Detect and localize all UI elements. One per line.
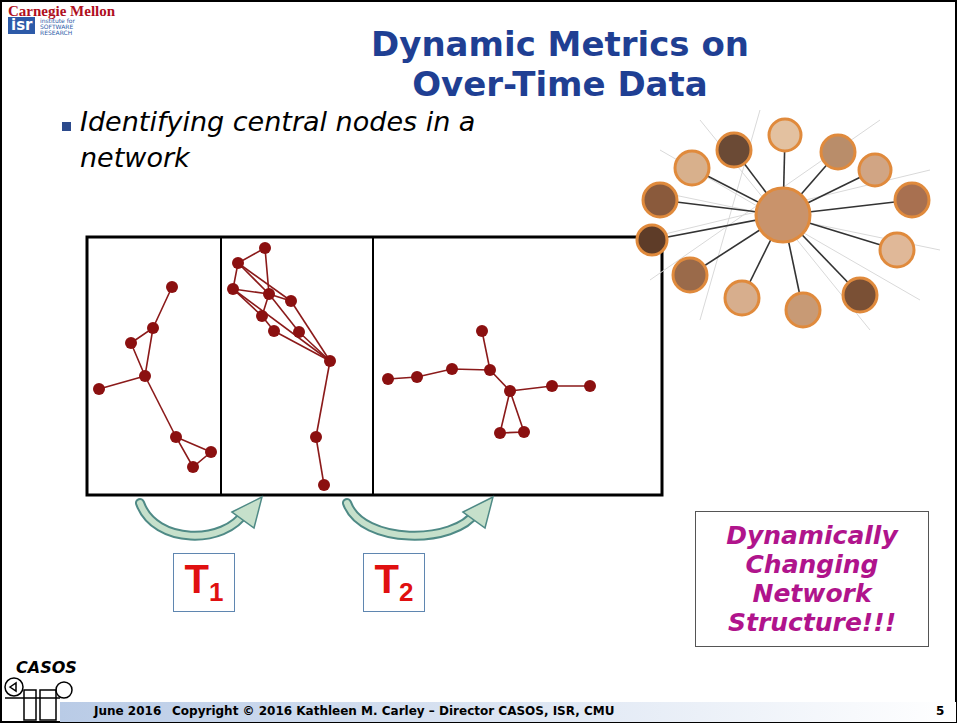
network-panels <box>87 237 662 495</box>
logo-subtext: institute for SOFTWARE RESEARCH <box>40 18 94 36</box>
logo-text: isr <box>8 17 35 34</box>
time-letter: T <box>185 557 209 601</box>
time-subscript: 2 <box>399 577 413 607</box>
callout-text: Dynamically Changing Network Structure!!… <box>707 521 917 637</box>
time-step-box: T2 <box>363 553 425 612</box>
people-network-illustration <box>637 110 940 330</box>
time-step-box: T1 <box>173 553 235 612</box>
footer-copyright: Copyright © 2016 Kathleen M. Carley – Di… <box>172 704 614 718</box>
casos-logo-text: CASOS <box>16 658 77 677</box>
bullet-text: Identifying central nodes in a network <box>80 104 490 176</box>
bullet-square <box>62 122 71 131</box>
slide-title: Dynamic Metrics on Over-Time Data <box>340 24 780 104</box>
footer-date: June 2016 <box>94 704 161 718</box>
transition-arrows <box>140 497 493 536</box>
casos-icon <box>5 678 72 720</box>
time-subscript: 1 <box>209 577 223 607</box>
page-number: 5 <box>936 704 944 718</box>
time-letter: T <box>375 557 399 601</box>
callout-box: Dynamically Changing Network Structure!!… <box>695 511 929 647</box>
footer-bar <box>60 702 956 722</box>
